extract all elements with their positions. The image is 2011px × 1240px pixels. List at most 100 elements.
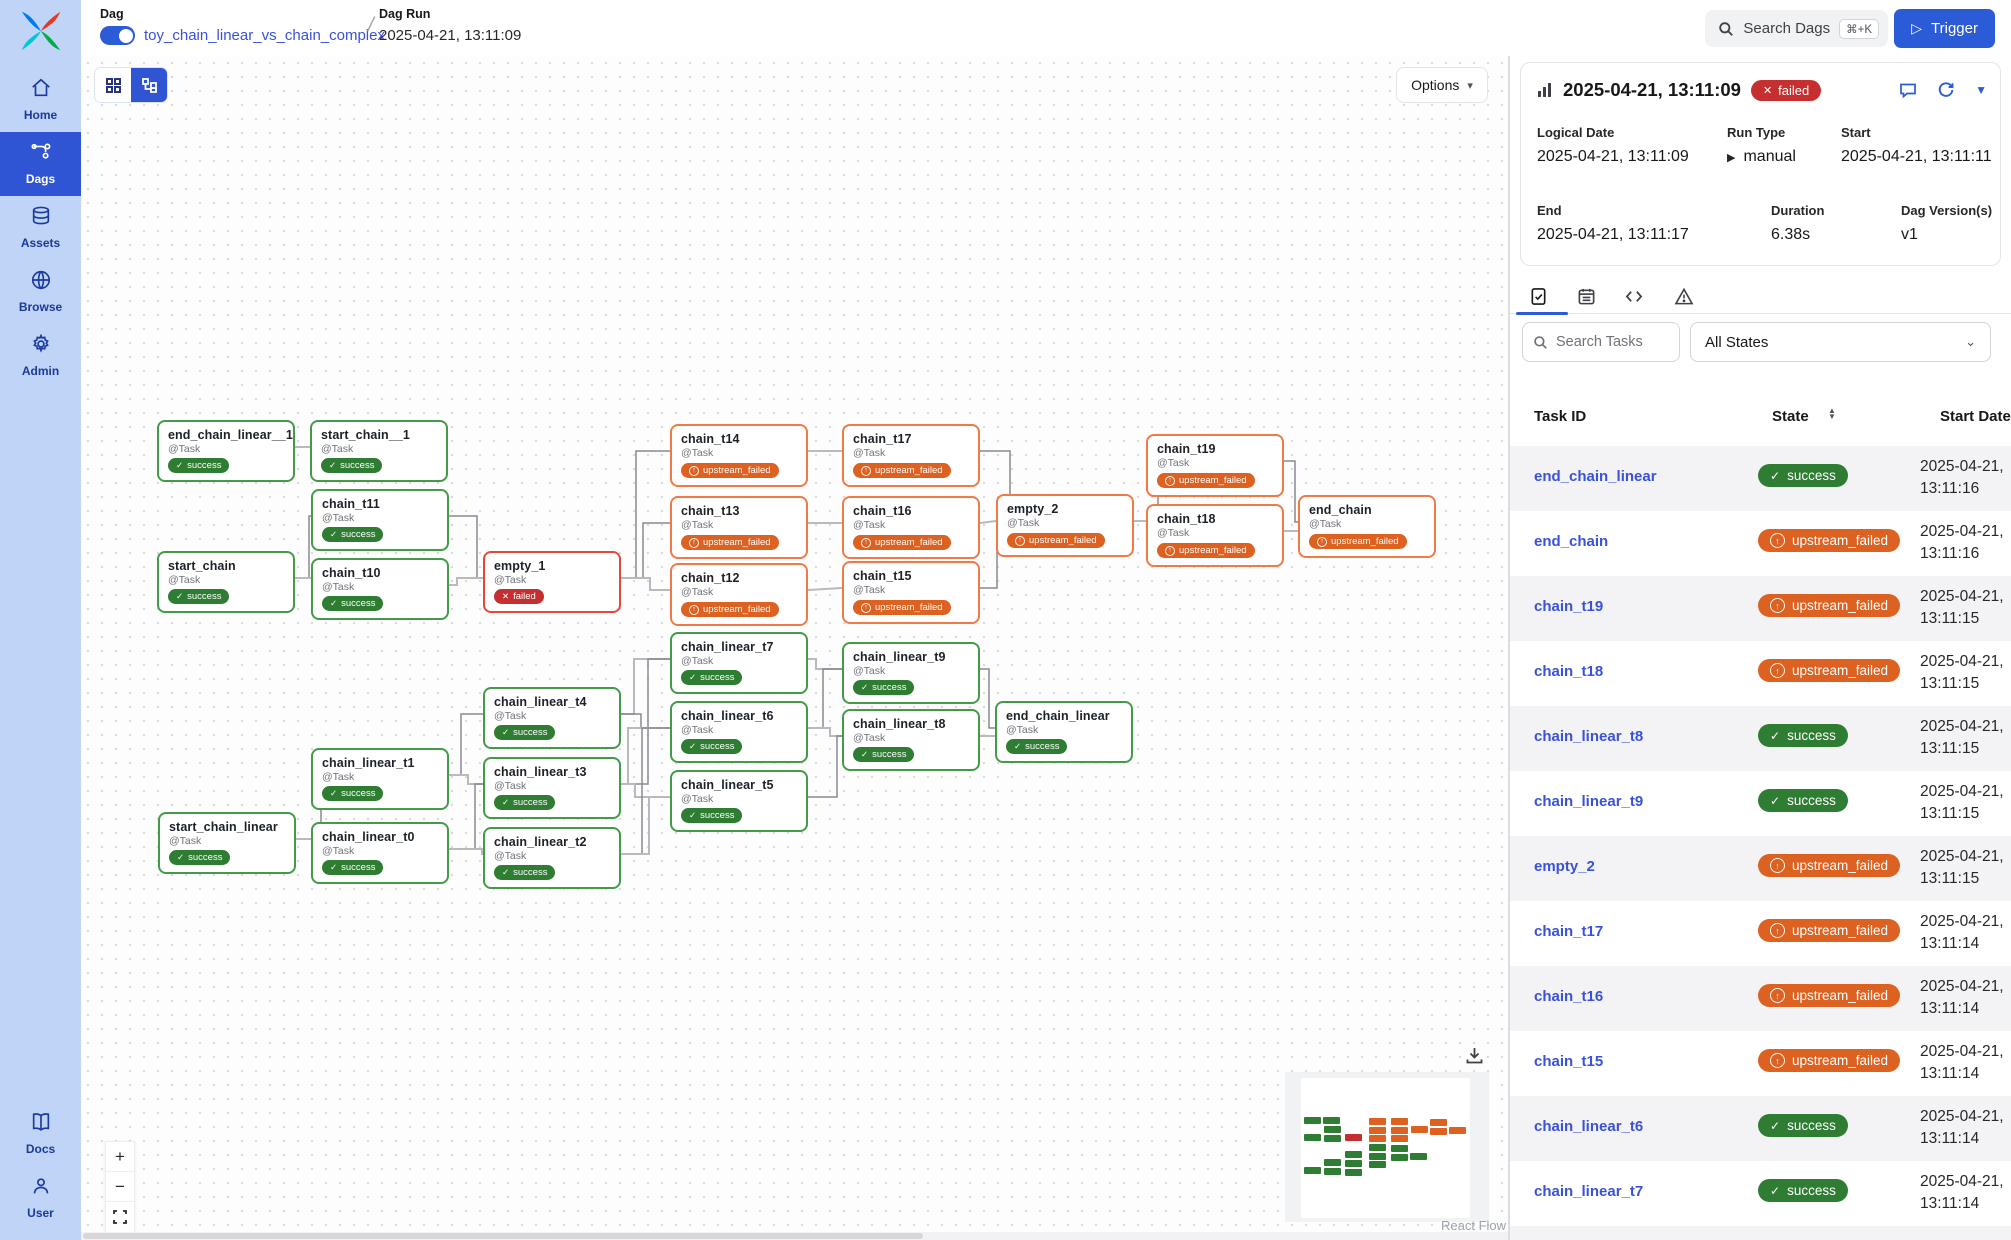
graph-node-end_chain_linear__1[interactable]: end_chain_linear__1@Task✓success: [157, 420, 295, 482]
task-id-link[interactable]: chain_t19: [1534, 598, 1604, 615]
fit-view-button[interactable]: [106, 1202, 134, 1232]
check-icon: ✓: [689, 810, 697, 820]
graph-node-chain_linear_t5[interactable]: chain_linear_t5@Task✓success: [670, 770, 808, 832]
options-button[interactable]: Options ▾: [1396, 67, 1488, 103]
sidebar-item-assets[interactable]: Assets: [0, 196, 81, 260]
tab-calendar[interactable]: [1568, 278, 1604, 314]
node-state-pill: ✓success: [322, 527, 384, 542]
dag-name-link[interactable]: toy_chain_linear_vs_chain_complex: [144, 27, 385, 44]
state-filter-select[interactable]: All States ⌄: [1690, 322, 1991, 362]
task-id-link[interactable]: chain_linear_t9: [1534, 793, 1644, 810]
graph-node-chain_linear_t0[interactable]: chain_linear_t0@Task✓success: [311, 822, 449, 884]
graph-node-chain_linear_t9[interactable]: chain_linear_t9@Task✓success: [842, 642, 980, 704]
download-image-icon[interactable]: [1465, 1046, 1484, 1070]
minimap-node: [1304, 1133, 1321, 1141]
task-id-link[interactable]: chain_linear_t8: [1534, 728, 1644, 745]
upstream-arrow-icon: ↑: [1770, 858, 1785, 873]
grid-view-button[interactable]: [95, 68, 131, 102]
task-id-link[interactable]: chain_t15: [1534, 1053, 1604, 1070]
field-value: 6.38s: [1771, 226, 1811, 243]
horizontal-scrollbar[interactable]: [81, 1232, 1508, 1240]
node-subtitle: @Task: [1309, 518, 1342, 530]
graph-node-chain_t10[interactable]: chain_t10@Task✓success: [311, 558, 449, 620]
trigger-button[interactable]: ▷ Trigger: [1894, 9, 1995, 48]
minimap[interactable]: [1285, 1072, 1489, 1222]
node-title: start_chain: [168, 559, 236, 573]
sidebar-item-docs[interactable]: Docs: [0, 1102, 81, 1166]
minimap-node: [1390, 1126, 1408, 1134]
graph-node-chain_t18[interactable]: chain_t18@Task↑upstream_failed: [1146, 504, 1284, 567]
dag-pause-toggle[interactable]: [100, 26, 135, 45]
state-pill-upstream_failed: ↑upstream_failed: [1758, 984, 1901, 1007]
graph-view-button[interactable]: [131, 68, 167, 102]
node-title: start_chain_linear: [169, 820, 278, 834]
task-id-link[interactable]: chain_t17: [1534, 923, 1604, 940]
note-chat-icon[interactable]: [1899, 81, 1917, 99]
graph-node-chain_linear_t7[interactable]: chain_linear_t7@Task✓success: [670, 632, 808, 694]
graph-node-start_chain__1[interactable]: start_chain__1@Task✓success: [310, 420, 448, 482]
node-state-pill: ✓success: [494, 795, 556, 810]
graph-node-chain_linear_t6[interactable]: chain_linear_t6@Task✓success: [670, 701, 808, 763]
graph-node-start_chain[interactable]: start_chain@Task✓success: [157, 551, 295, 613]
graph-node-chain_t19[interactable]: chain_t19@Task↑upstream_failed: [1146, 434, 1284, 497]
sidebar-item-home[interactable]: Home: [0, 68, 81, 132]
graph-node-chain_linear_t3[interactable]: chain_linear_t3@Task✓success: [483, 757, 621, 819]
node-state-label: success: [341, 529, 376, 540]
browse-icon: [30, 269, 52, 296]
graph-node-chain_linear_t4[interactable]: chain_linear_t4@Task✓success: [483, 687, 621, 749]
search-dags-button[interactable]: Search Dags ⌘+K: [1705, 10, 1888, 47]
sort-icon[interactable]: ▲▼: [1828, 406, 1836, 421]
graph-node-chain_linear_t1[interactable]: chain_linear_t1@Task✓success: [311, 748, 449, 810]
sidebar-item-user[interactable]: User: [0, 1166, 81, 1230]
task-id-link[interactable]: end_chain: [1534, 533, 1609, 550]
graph-node-end_chain_linear[interactable]: end_chain_linear@Task✓success: [995, 701, 1133, 763]
task-id-link[interactable]: chain_t16: [1534, 988, 1604, 1005]
graph-node-chain_linear_t2[interactable]: chain_linear_t2@Task✓success: [483, 827, 621, 889]
minimap-node: [1345, 1133, 1363, 1141]
top-bar: Dag toy_chain_linear_vs_chain_complex / …: [81, 0, 2011, 56]
minimap-node: [1448, 1126, 1466, 1134]
node-state-pill: ✓success: [494, 725, 556, 740]
graph-node-chain_t17[interactable]: chain_t17@Task↑upstream_failed: [842, 424, 980, 487]
sidebar-item-admin[interactable]: Admin: [0, 324, 81, 388]
graph-node-chain_t16[interactable]: chain_t16@Task↑upstream_failed: [842, 496, 980, 559]
task-id-link[interactable]: end_chain_linear: [1534, 468, 1657, 485]
graph-node-empty_2[interactable]: empty_2@Task↑upstream_failed: [996, 494, 1134, 557]
task-id-link[interactable]: chain_linear_t6: [1534, 1118, 1644, 1135]
graph-node-chain_t12[interactable]: chain_t12@Task↑upstream_failed: [670, 563, 808, 626]
graph-node-chain_t14[interactable]: chain_t14@Task↑upstream_failed: [670, 424, 808, 487]
graph-node-chain_linear_t8[interactable]: chain_linear_t8@Task✓success: [842, 709, 980, 771]
calendar-icon: [1577, 287, 1596, 306]
task-id-link[interactable]: chain_linear_t7: [1534, 1183, 1644, 1200]
tab-warning[interactable]: [1666, 278, 1702, 314]
task-search-box: [1522, 322, 1680, 362]
task-id-link[interactable]: empty_2: [1534, 858, 1595, 875]
clear-run-icon[interactable]: [1937, 81, 1955, 99]
sidebar-item-dags[interactable]: Dags: [0, 132, 81, 196]
graph-node-start_chain_linear[interactable]: start_chain_linear@Task✓success: [158, 812, 296, 874]
graph-node-chain_t11[interactable]: chain_t11@Task✓success: [311, 489, 449, 551]
graph-node-chain_t13[interactable]: chain_t13@Task↑upstream_failed: [670, 496, 808, 559]
graph-node-end_chain[interactable]: end_chain@Task↑upstream_failed: [1298, 495, 1436, 558]
graph-edge: [621, 577, 670, 591]
sidebar-item-browse[interactable]: Browse: [0, 260, 81, 324]
task-search-input[interactable]: [1556, 334, 1656, 350]
node-state-label: upstream_failed: [1029, 535, 1097, 546]
minimap-node: [1390, 1153, 1408, 1161]
tab-code[interactable]: [1616, 278, 1652, 314]
airflow-logo-icon[interactable]: [18, 8, 64, 54]
run-details-panel: 2025-04-21, 13:11:09 ✕ failed ▼ Logical …: [1508, 56, 2011, 1240]
graph-node-chain_t15[interactable]: chain_t15@Task↑upstream_failed: [842, 561, 980, 624]
node-title: chain_t17: [853, 432, 912, 446]
breadcrumb-dag: Dag toy_chain_linear_vs_chain_complex: [100, 7, 385, 45]
task-id-link[interactable]: chain_t18: [1534, 663, 1604, 680]
tab-doc-check[interactable]: [1520, 278, 1556, 314]
graph-node-empty_1[interactable]: empty_1@Task✕failed: [483, 551, 621, 613]
check-icon: ✓: [502, 867, 510, 877]
warning-icon: [1674, 287, 1694, 306]
user-icon: [30, 1175, 52, 1202]
zoom-out-button[interactable]: −: [106, 1172, 134, 1202]
zoom-in-button[interactable]: +: [106, 1142, 134, 1172]
caret-down-icon[interactable]: ▼: [1975, 83, 1987, 97]
